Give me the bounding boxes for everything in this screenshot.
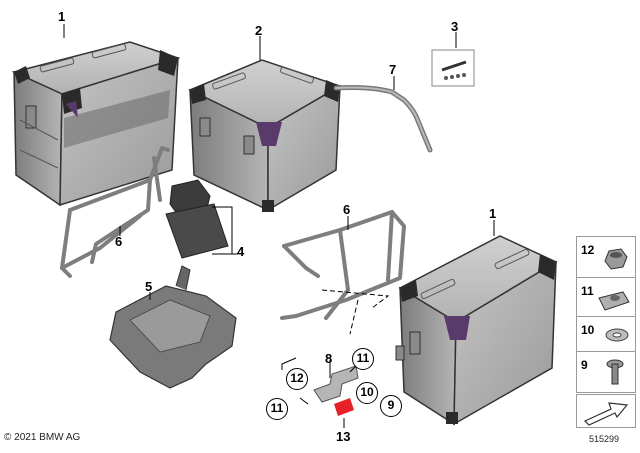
lock-nut-icon [604, 248, 628, 270]
callout-1-right: 1 [489, 206, 497, 221]
legend-number: 9 [581, 358, 588, 372]
carrier-frame-left [60, 146, 170, 278]
circled-callout-12: 12 [286, 368, 308, 390]
callout-1-top: 1 [58, 9, 66, 24]
legend-number: 11 [581, 284, 594, 298]
inner-bag [109, 265, 237, 389]
small-parts-kit [431, 49, 475, 87]
callout-5: 5 [145, 279, 153, 294]
legend-box-clip-nut: 11 [576, 277, 636, 317]
legend-box-washer: 10 [576, 316, 636, 352]
copyright-text: © 2021 BMW AG [4, 432, 81, 443]
assembly-dashed-line [321, 289, 390, 335]
callout-6-left: 6 [115, 234, 123, 249]
legend-box-lock-nut: 12 [576, 236, 636, 278]
circled-callout-11-upper: 11 [352, 348, 374, 370]
callout-6-mid: 6 [343, 202, 351, 217]
legend-number: 12 [581, 243, 595, 257]
callout-4: 4 [237, 244, 245, 259]
clip-nut-icon [598, 291, 630, 311]
side-case-left [11, 41, 181, 207]
highlighted-part [334, 398, 354, 416]
circled-callout-9: 9 [380, 395, 402, 417]
legend-box-arrow [576, 394, 636, 428]
circled-callout-11-lower: 11 [266, 398, 288, 420]
top-case [188, 59, 342, 212]
screw-icon [606, 359, 624, 385]
leader-lines [63, 24, 495, 428]
direction-arrow-icon [583, 402, 629, 426]
callout-8: 8 [325, 351, 333, 366]
washer-icon [605, 328, 629, 342]
legend-box-screw: 9 [576, 351, 636, 393]
carrier-frame-mid [280, 210, 406, 320]
circled-callout-10: 10 [356, 382, 378, 404]
callout-2: 2 [255, 23, 263, 38]
callout-13: 13 [336, 429, 351, 444]
top-case-rail [333, 85, 433, 153]
inner-pads [165, 179, 238, 259]
bracket-assembly [281, 357, 359, 416]
legend-number: 10 [581, 323, 595, 337]
side-case-right [395, 235, 558, 426]
callout-7: 7 [389, 62, 397, 77]
diagram-number: 515299 [589, 434, 620, 444]
callout-3: 3 [451, 19, 459, 34]
